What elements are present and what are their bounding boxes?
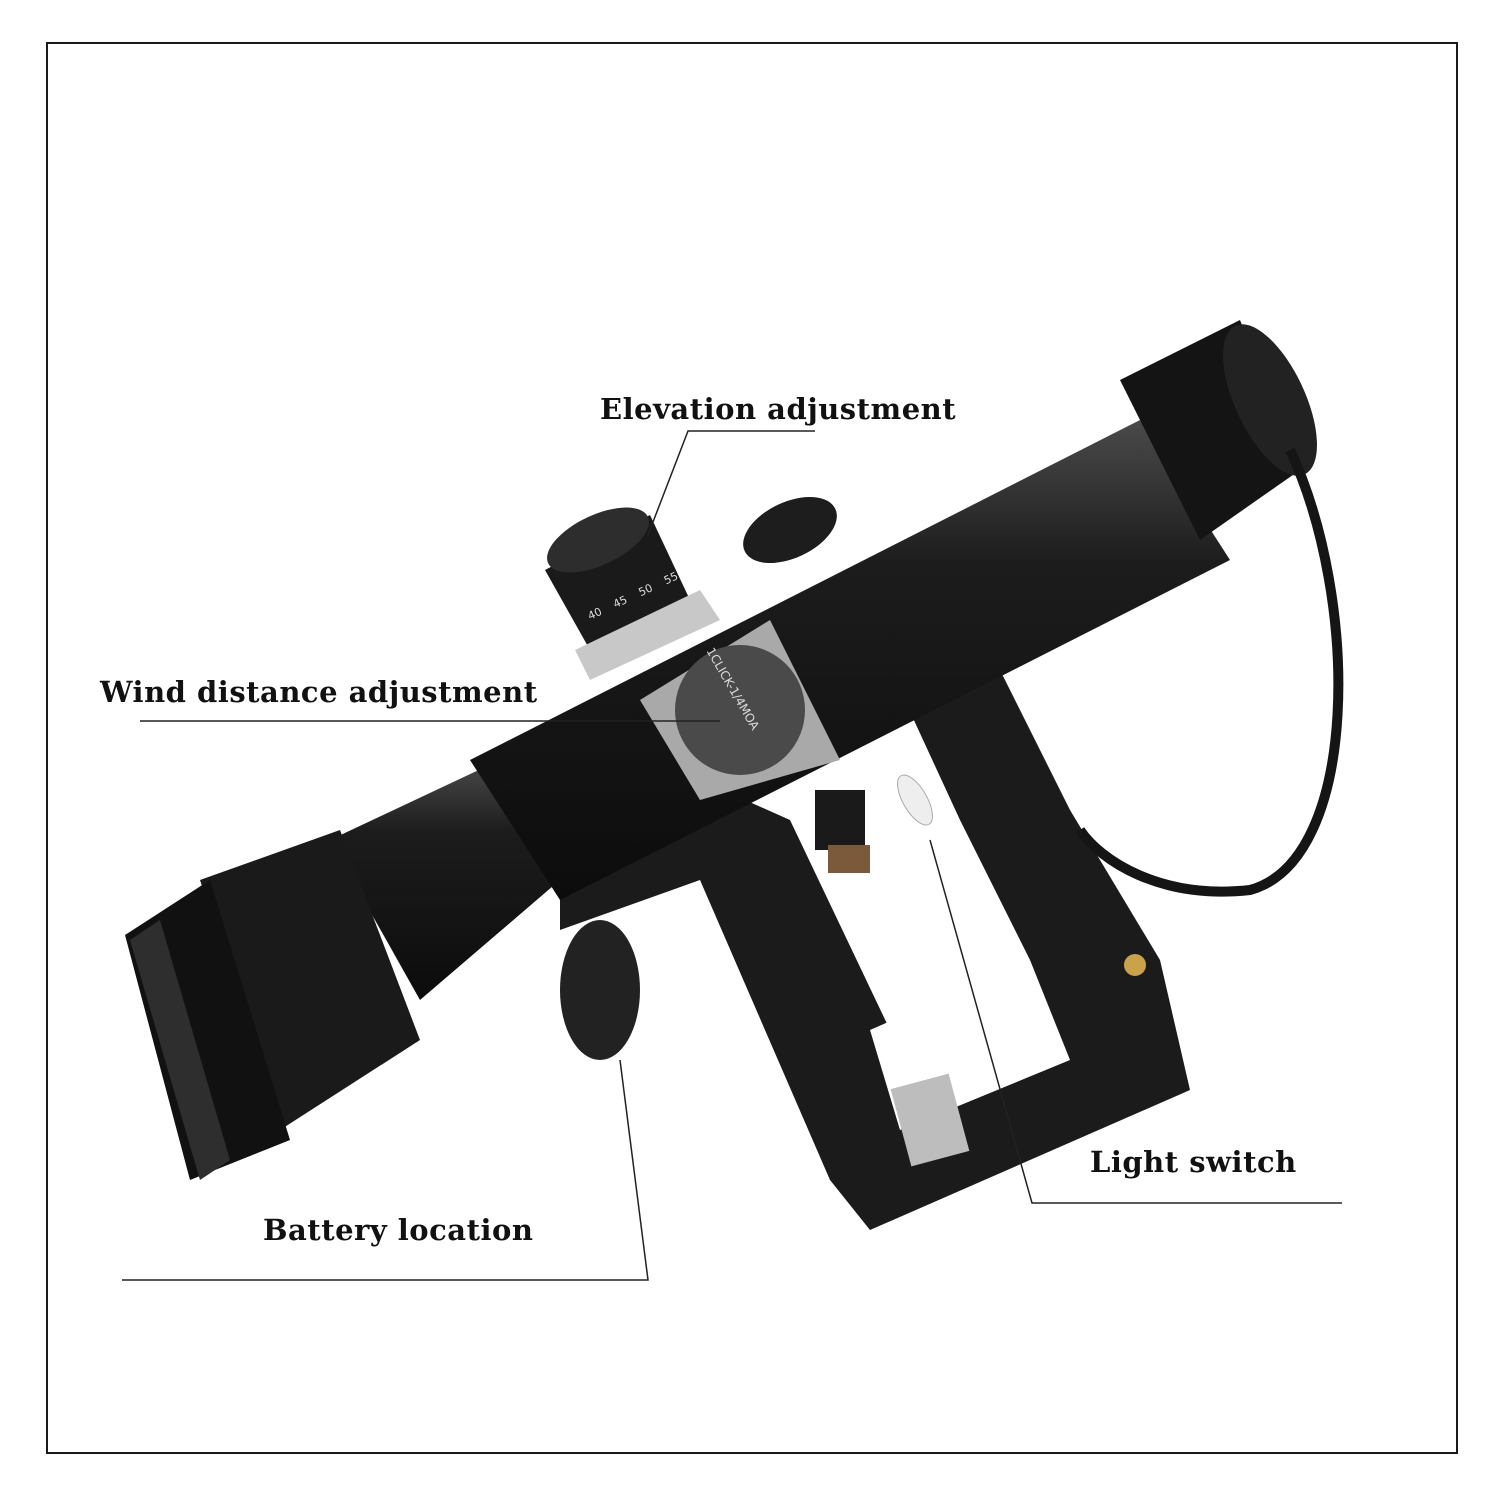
turret-scale: 40455055 — [586, 570, 680, 623]
light-switch-knob — [828, 845, 870, 873]
spring-latch — [890, 1073, 970, 1167]
main-tube — [470, 420, 1230, 900]
battery-cap — [560, 920, 640, 1060]
label-battery-location: Battery location — [263, 1213, 534, 1247]
label-light-switch: Light switch — [1090, 1145, 1297, 1179]
leader-battery — [122, 1059, 649, 1281]
leader-lines — [122, 430, 1342, 1281]
elevation-turret: 40455055 — [545, 507, 720, 680]
light-switch-lever — [897, 774, 933, 826]
cap-strap — [1075, 447, 1344, 897]
leader-light — [929, 839, 1342, 1204]
image-border — [46, 42, 1458, 1454]
light-housing — [815, 790, 865, 850]
leader-elevation — [647, 430, 815, 536]
label-wind-distance-adjustment: Wind distance adjustment — [100, 675, 538, 709]
objective-end — [125, 760, 560, 1180]
windage-turret: 1CLICK-1/4MOA — [640, 620, 840, 800]
label-elevation-adjustment: Elevation adjustment — [600, 392, 957, 426]
brass-pin — [1124, 954, 1146, 976]
top-knob — [743, 496, 837, 564]
